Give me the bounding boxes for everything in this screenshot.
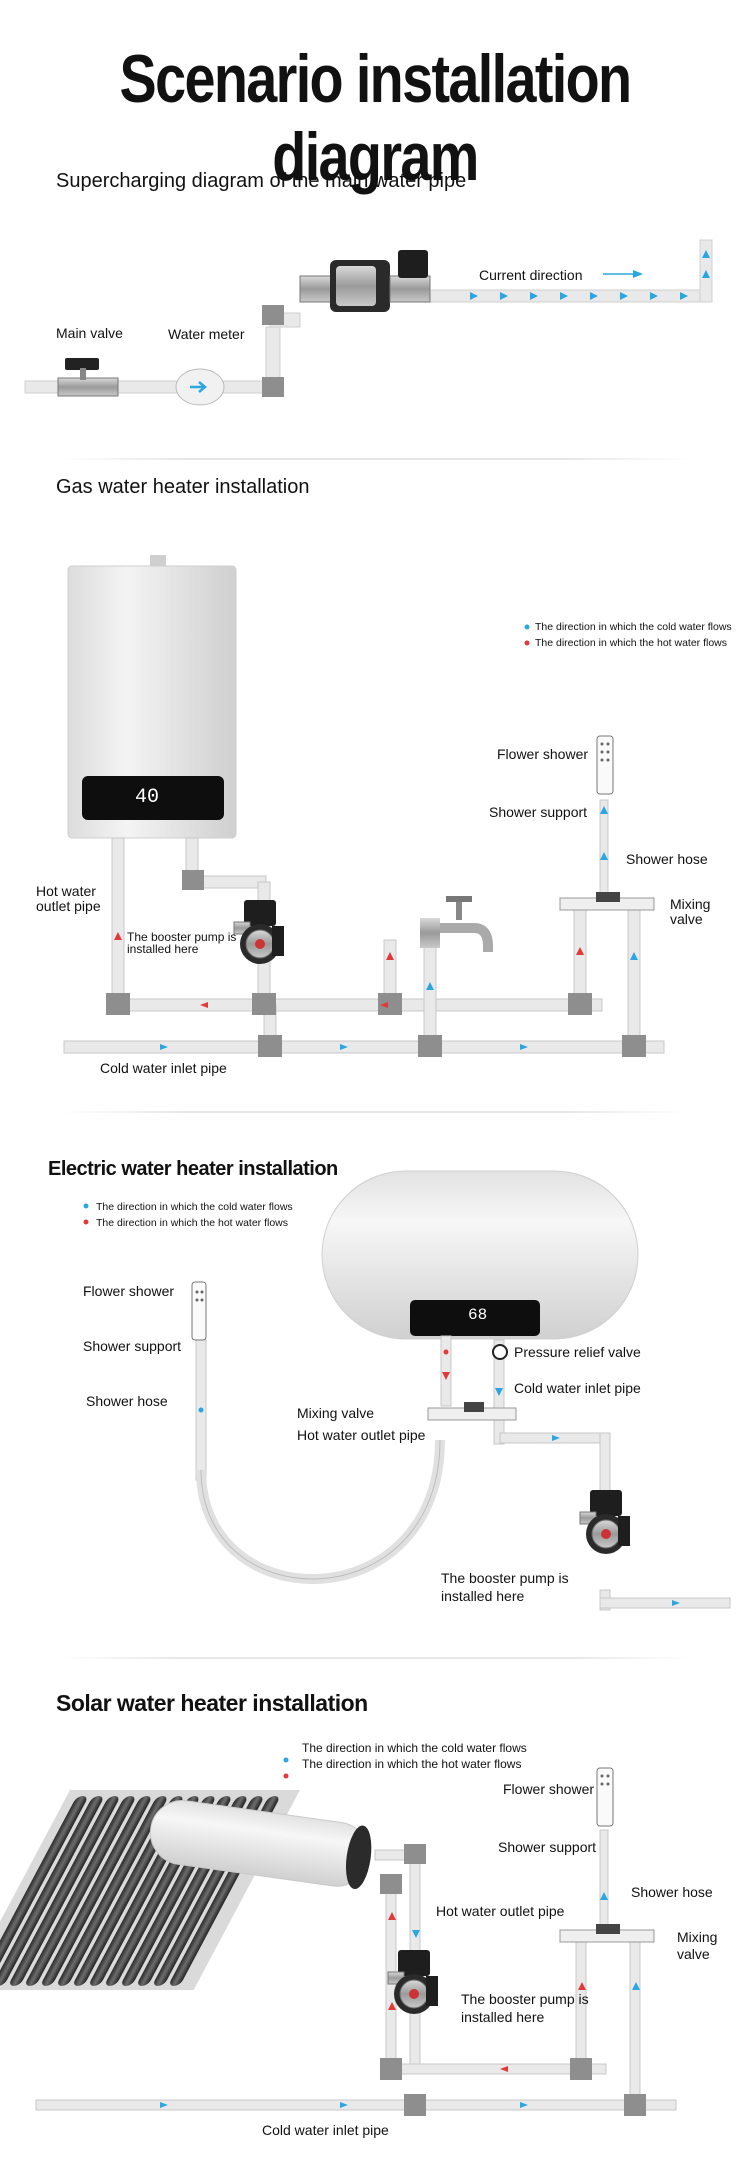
electric-mixing-valve-label: Mixing valve [297, 1405, 375, 1421]
solar-mixing-label-2: valve [677, 1946, 710, 1962]
gas-display: 40 [135, 786, 160, 809]
gas-mixing-valve-label: Mixing valve [670, 896, 711, 927]
electric-booster-label-2: installed here [441, 1588, 525, 1604]
section-divider [60, 458, 690, 460]
current-direction-label: Current direction [479, 267, 583, 283]
main-pipe-heading: Supercharging diagram of the main water … [56, 170, 467, 192]
solar-shower-support-label: Shower support [498, 1839, 597, 1855]
solar-legend-cold: The direction in which the cold water fl… [302, 1741, 527, 1755]
electric-pressure-relief-label: Pressure relief valve [514, 1344, 641, 1360]
page-title: Scenario installation diagram [119, 41, 633, 195]
electric-legend-cold: The direction in which the cold water fl… [96, 1201, 293, 1213]
electric-display: 68 [468, 1306, 488, 1324]
electric-hot-outlet-label: Hot water outlet pipe [297, 1427, 426, 1443]
main-valve-label: Main valve [56, 325, 123, 341]
gas-shower-hose-label: Shower hose [626, 851, 708, 867]
electric-cold-inlet-label: Cold water inlet pipe [514, 1380, 641, 1396]
gas-heater-graphic [63, 555, 665, 1057]
electric-flower-shower-label: Flower shower [83, 1283, 175, 1299]
solar-heater-graphic [0, 1757, 677, 2116]
gas-shower-support-label: Shower support [489, 804, 588, 820]
gas-legend-hot: The direction in which the hot water flo… [535, 637, 728, 649]
solar-hot-outlet-label: Hot water outlet pipe [436, 1903, 565, 1919]
electric-heading: Electric water heater installation [48, 1158, 338, 1180]
gas-hot-outlet-label: Hot water outlet pipe [36, 883, 101, 914]
main-pipe-graphic [24, 239, 713, 406]
solar-heading: Solar water heater installation [56, 1690, 368, 1716]
solar-mixing-label-1: Mixing [677, 1929, 718, 1945]
section-divider [60, 1657, 690, 1659]
water-meter-label: Water meter [168, 326, 245, 342]
solar-shower-hose-label: Shower hose [631, 1884, 713, 1900]
solar-booster-label-1: The booster pump is [461, 1991, 589, 2007]
electric-booster-label-1: The booster pump is [441, 1570, 569, 1586]
solar-legend-hot: The direction in which the hot water flo… [302, 1757, 522, 1771]
solar-cold-inlet-label: Cold water inlet pipe [262, 2122, 389, 2138]
electric-legend-hot: The direction in which the hot water flo… [96, 1217, 289, 1229]
electric-shower-support-label: Shower support [83, 1338, 182, 1354]
solar-booster-label-2: installed here [461, 2009, 545, 2025]
gas-booster-label: The booster pump is installed here [127, 930, 237, 956]
section-divider [60, 1111, 690, 1113]
gas-heading: Gas water heater installation [56, 476, 310, 498]
electric-heater-graphic [83, 1170, 731, 1611]
gas-flower-shower-label: Flower shower [497, 746, 589, 762]
electric-shower-hose-label: Shower hose [86, 1393, 168, 1409]
gas-legend-cold: The direction in which the cold water fl… [535, 621, 732, 633]
gas-cold-inlet-label: Cold water inlet pipe [100, 1060, 227, 1076]
solar-flower-shower-label: Flower shower [503, 1781, 595, 1797]
